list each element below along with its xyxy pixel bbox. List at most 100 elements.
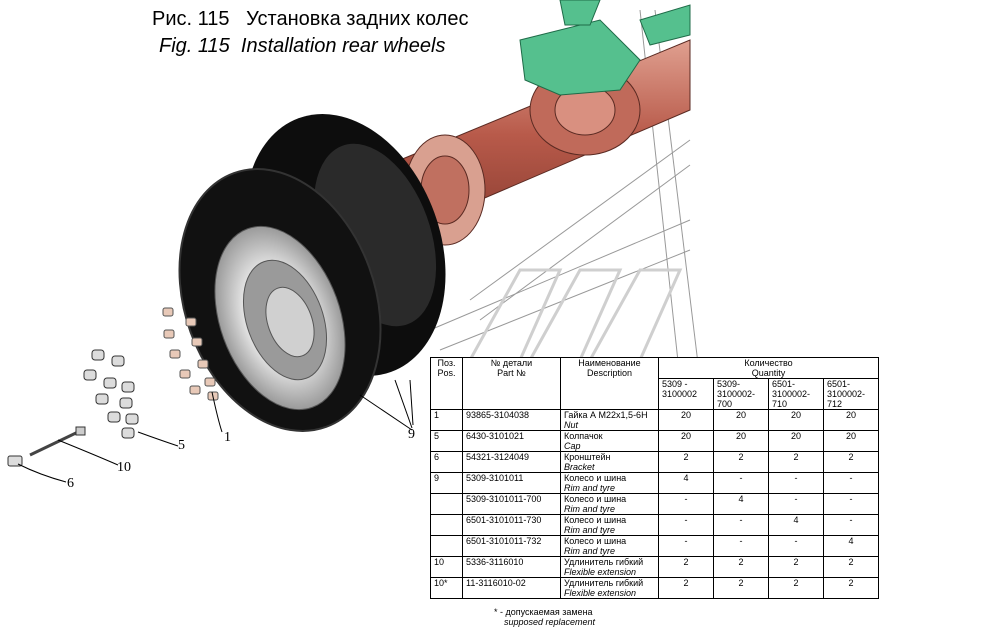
cell-pos: 10 — [430, 556, 463, 578]
description-en: Nut — [564, 420, 579, 430]
description-en: Bracket — [564, 462, 595, 472]
cell-part: 6430-3101021 — [462, 430, 561, 452]
description-en: Rim and tyre — [564, 483, 616, 493]
description-ru: Удлинитель гибкий — [564, 578, 644, 588]
cell-qty: 20 — [658, 430, 714, 452]
cell-qty: - — [713, 472, 769, 494]
cell-part: 54321-3124049 — [462, 451, 561, 473]
callout-5: 5 — [178, 438, 185, 453]
cell-qty: 2 — [768, 577, 824, 599]
cell-qty: 2 — [658, 556, 714, 578]
cell-part: 6501-3101011-730 — [462, 514, 561, 536]
cell-pos: 10* — [430, 577, 463, 599]
model-col: 5309 - 3100002 — [658, 378, 714, 410]
model-col: 6501- 3100002- 712 — [822, 378, 880, 410]
col-quantity: Количество Quantity — [657, 357, 880, 379]
description-ru: Колесо и шина — [564, 494, 627, 504]
cell-qty: 20 — [713, 409, 769, 431]
cell-qty: - — [713, 535, 769, 557]
col-part: № детали Part № — [462, 357, 561, 410]
wheel-caps — [83, 349, 139, 439]
table-header-row: Поз. Pos. № детали Part № Наименование D… — [430, 357, 880, 410]
cell-part: 5336-3116010 — [462, 556, 561, 578]
cell-qty: 2 — [768, 556, 824, 578]
cell-qty: 4 — [713, 493, 769, 515]
description-en: Rim and tyre — [564, 546, 616, 556]
cell-qty: 20 — [768, 430, 824, 452]
flexible-extension — [29, 426, 86, 457]
cell-pos: 5 — [430, 430, 463, 452]
description-ru: Колесо и шина — [564, 473, 627, 483]
callout-10: 10 — [117, 460, 131, 475]
cell-qty: 2 — [658, 451, 714, 473]
cell-pos: 1 — [430, 409, 463, 431]
cell-qty: 2 — [713, 577, 769, 599]
description-en: Flexible extension — [564, 588, 637, 598]
parts-table: Поз. Pos. № детали Part № Наименование D… — [430, 357, 880, 599]
cell-qty: 4 — [768, 514, 824, 536]
cell-qty: 2 — [768, 451, 824, 473]
description-ru: Колесо и шина — [564, 536, 627, 546]
cell-part: 5309-3101011-700 — [462, 493, 561, 515]
description-en: Rim and tyre — [564, 504, 616, 514]
description-en: Flexible extension — [564, 567, 637, 577]
cell-qty: - — [658, 514, 714, 536]
cell-qty: - — [658, 535, 714, 557]
cell-pos — [430, 535, 463, 557]
footnote: * - допускаемая замена supposed replacem… — [494, 607, 595, 627]
cell-qty: 2 — [822, 451, 880, 473]
cell-qty: - — [822, 472, 880, 494]
description-ru: Кронштейн — [564, 452, 611, 462]
cell-part: 11-3116010-02 — [462, 577, 561, 599]
cell-qty: 2 — [822, 577, 880, 599]
model-col: 6501- 3100002- 710 — [768, 378, 824, 410]
cell-pos: 9 — [430, 472, 463, 494]
cell-pos: 6 — [430, 451, 463, 473]
cell-qty: - — [768, 493, 824, 515]
cell-qty: - — [768, 472, 824, 494]
cell-qty: 2 — [822, 556, 880, 578]
cell-qty: 20 — [658, 409, 714, 431]
cell-qty: 20 — [822, 409, 880, 431]
callout-1: 1 — [224, 430, 231, 445]
cell-qty: - — [768, 535, 824, 557]
description-ru: Колесо и шина — [564, 515, 627, 525]
footnote-ru: * - допускаемая замена — [494, 607, 593, 617]
suspension-parts — [519, 0, 691, 96]
callout-9: 9 — [408, 427, 415, 442]
leader-lines — [17, 379, 414, 483]
bracket — [7, 455, 23, 467]
cell-qty: - — [822, 493, 880, 515]
callout-6: 6 — [67, 476, 74, 491]
description-en: Cap — [564, 441, 581, 451]
cell-pos — [430, 493, 463, 515]
description-ru: Колпачок — [564, 431, 603, 441]
col-pos: Поз. Pos. — [430, 357, 463, 410]
cell-qty: 20 — [768, 409, 824, 431]
wheel-nuts — [162, 307, 219, 401]
footnote-en: supposed replacement — [504, 617, 596, 627]
description-ru: Гайка А М22х1,5-6Н — [564, 410, 648, 420]
model-col: 5309- 3100002- 700 — [713, 378, 769, 410]
cell-qty: 4 — [822, 535, 880, 557]
cell-qty: 2 — [713, 451, 769, 473]
